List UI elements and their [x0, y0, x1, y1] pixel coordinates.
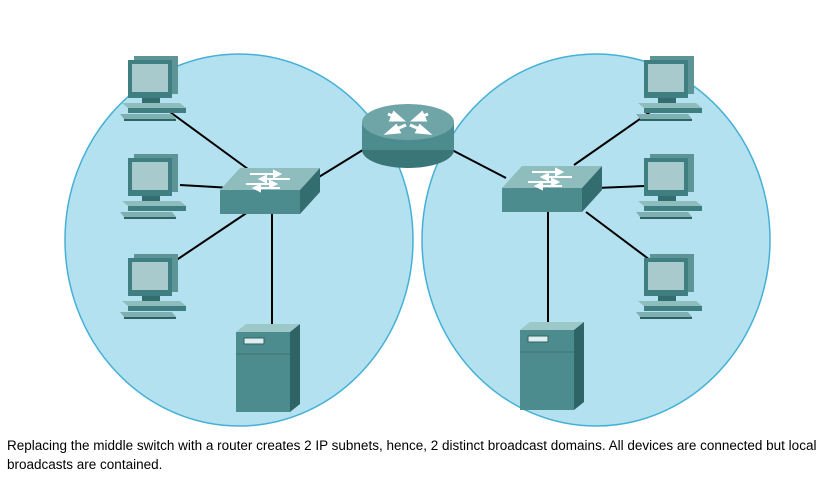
network-diagram [64, 53, 771, 427]
computer-icon [120, 56, 186, 121]
router-icon [362, 104, 454, 168]
computer-icon [636, 254, 702, 319]
diagram-caption: Replacing the middle switch with a route… [7, 438, 817, 472]
computer-icon [636, 56, 702, 121]
computer-icon [120, 154, 186, 219]
computer-icon [636, 154, 702, 219]
computer-icon [120, 254, 186, 319]
broadcast-domain-right [421, 53, 771, 427]
server-icon [519, 321, 585, 411]
network-links [169, 111, 651, 326]
server-icon [235, 323, 301, 413]
broadcast-domain-left [64, 53, 414, 427]
switch-icon [501, 165, 603, 213]
switch-icon [219, 167, 321, 215]
